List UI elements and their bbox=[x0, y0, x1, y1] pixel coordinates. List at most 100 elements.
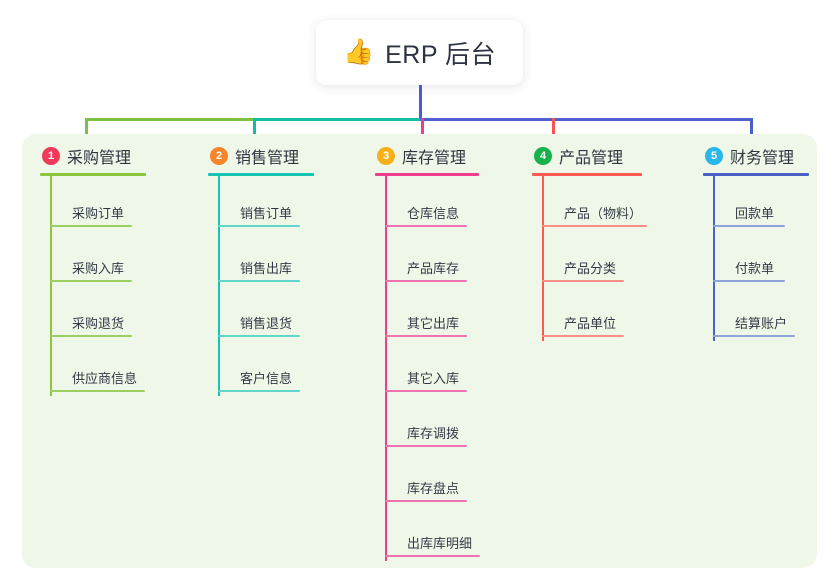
branch-item-label: 产品分类 bbox=[564, 261, 617, 276]
branch-title: 采购管理 bbox=[67, 150, 132, 167]
branch-item[interactable]: 销售退货 bbox=[208, 286, 314, 341]
branch-number-badge: 3 bbox=[377, 147, 395, 165]
branch-item-rule bbox=[385, 225, 467, 227]
branch-item-label: 产品单位 bbox=[564, 316, 617, 331]
branch-item-rule bbox=[385, 445, 467, 447]
branch-spine bbox=[385, 176, 387, 561]
branch-item-label: 结算账户 bbox=[735, 316, 788, 331]
thumbs-up-icon: 👍 bbox=[342, 38, 375, 66]
branch-item-list: 仓库信息产品库存其它出库其它入库库存调拨库存盘点出库库明细 bbox=[375, 176, 480, 561]
branch-item[interactable]: 供应商信息 bbox=[40, 341, 146, 396]
branch-item[interactable]: 销售出库 bbox=[208, 231, 314, 286]
branch-item-label: 产品（物料） bbox=[564, 206, 643, 221]
branch-item-list: 回款单付款单结算账户 bbox=[703, 176, 809, 341]
connector-trunk bbox=[419, 85, 422, 121]
branch-item-label: 供应商信息 bbox=[72, 371, 138, 386]
root-node-card[interactable]: 👍 ERP 后台 bbox=[316, 20, 523, 85]
branch-item[interactable]: 采购退货 bbox=[40, 286, 146, 341]
branch-item-label: 销售订单 bbox=[240, 206, 293, 221]
branch-number-badge: 1 bbox=[42, 147, 60, 165]
branch-header-rule bbox=[40, 173, 146, 176]
branch-item-rule bbox=[385, 555, 480, 557]
branch-header-purchase[interactable]: 1 采购管理 bbox=[40, 144, 146, 168]
branch-header-rule bbox=[703, 173, 809, 176]
branch-spine bbox=[50, 176, 52, 396]
branch-header-rule bbox=[208, 173, 314, 176]
branch-item-label: 库存调拨 bbox=[407, 426, 460, 441]
root-node-content: 👍 ERP 后台 bbox=[343, 35, 496, 71]
branch-spine bbox=[542, 176, 544, 341]
branch-item-label: 库存盘点 bbox=[407, 481, 460, 496]
branch-item-label: 回款单 bbox=[735, 206, 775, 221]
branch-item[interactable]: 付款单 bbox=[703, 231, 809, 286]
branch-item-rule bbox=[50, 335, 132, 337]
branch-item-list: 采购订单采购入库采购退货供应商信息 bbox=[40, 176, 146, 396]
branch-item[interactable]: 采购订单 bbox=[40, 176, 146, 231]
branch-header-rule bbox=[375, 173, 479, 176]
branch-spine bbox=[713, 176, 715, 341]
branch-item-label: 其它出库 bbox=[407, 316, 460, 331]
branch-item[interactable]: 产品（物料） bbox=[532, 176, 647, 231]
branch-item[interactable]: 销售订单 bbox=[208, 176, 314, 231]
branch-item-list: 销售订单销售出库销售退货客户信息 bbox=[208, 176, 314, 396]
branch-item-rule bbox=[385, 335, 467, 337]
branches-panel bbox=[22, 134, 817, 568]
branch-item-label: 出库库明细 bbox=[407, 536, 473, 551]
branch-item[interactable]: 其它出库 bbox=[375, 286, 479, 341]
branch-number-badge: 2 bbox=[210, 147, 228, 165]
branch-item[interactable]: 其它入库 bbox=[375, 341, 479, 396]
branch-item-label: 仓库信息 bbox=[407, 206, 460, 221]
branch-item-rule bbox=[50, 280, 132, 282]
connector-teal-segment bbox=[253, 118, 421, 121]
branch-item[interactable]: 产品分类 bbox=[532, 231, 642, 286]
branch-item-rule bbox=[218, 225, 300, 227]
branch-item-rule bbox=[218, 280, 300, 282]
branch-item-rule bbox=[218, 335, 300, 337]
branch-item-label: 采购退货 bbox=[72, 316, 125, 331]
branch-item[interactable]: 客户信息 bbox=[208, 341, 314, 396]
branch-item-label: 付款单 bbox=[735, 261, 775, 276]
branch-item[interactable]: 产品单位 bbox=[532, 286, 642, 341]
branch-item[interactable]: 出库库明细 bbox=[375, 506, 480, 561]
connector-green-segment bbox=[85, 118, 254, 121]
branch-item-rule bbox=[218, 390, 300, 392]
branch-spine bbox=[218, 176, 220, 396]
branch-number-badge: 5 bbox=[705, 147, 723, 165]
branch-item-rule bbox=[542, 335, 624, 337]
branch-item[interactable]: 采购入库 bbox=[40, 231, 146, 286]
branch-item[interactable]: 产品库存 bbox=[375, 231, 479, 286]
branch-item[interactable]: 库存盘点 bbox=[375, 451, 479, 506]
branch-item-rule bbox=[542, 280, 624, 282]
branch-title: 财务管理 bbox=[730, 150, 795, 167]
branch-item-rule bbox=[713, 280, 785, 282]
branch-header-sales[interactable]: 2 销售管理 bbox=[208, 144, 314, 168]
branch-column-finance: 5 财务管理回款单付款单结算账户 bbox=[703, 144, 809, 341]
branch-item-rule bbox=[50, 390, 145, 392]
branch-item-rule bbox=[50, 225, 132, 227]
branch-item-label: 销售退货 bbox=[240, 316, 293, 331]
branch-item-label: 客户信息 bbox=[240, 371, 293, 386]
branch-item[interactable]: 回款单 bbox=[703, 176, 809, 231]
branch-header-finance[interactable]: 5 财务管理 bbox=[703, 144, 809, 168]
branch-item-rule bbox=[385, 280, 467, 282]
branch-number-badge: 4 bbox=[534, 147, 552, 165]
root-node-title: ERP 后台 bbox=[385, 40, 497, 69]
branch-item-rule bbox=[542, 225, 647, 227]
branch-item[interactable]: 仓库信息 bbox=[375, 176, 479, 231]
branch-item-rule bbox=[385, 390, 467, 392]
branch-item[interactable]: 库存调拨 bbox=[375, 396, 479, 451]
branch-item[interactable]: 结算账户 bbox=[703, 286, 809, 341]
branch-column-purchase: 1 采购管理采购订单采购入库采购退货供应商信息 bbox=[40, 144, 146, 396]
branch-item-rule bbox=[713, 335, 795, 337]
branch-item-label: 采购订单 bbox=[72, 206, 125, 221]
branch-item-label: 销售出库 bbox=[240, 261, 293, 276]
branch-title: 销售管理 bbox=[235, 150, 300, 167]
branch-header-rule bbox=[532, 173, 642, 176]
branch-item-label: 采购入库 bbox=[72, 261, 125, 276]
branch-item-rule bbox=[713, 225, 785, 227]
